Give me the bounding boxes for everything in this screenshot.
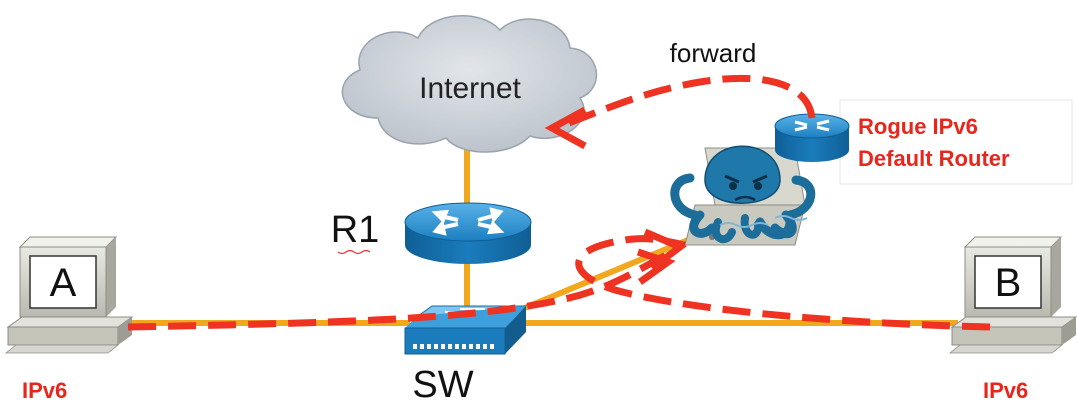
host-a: A IPv6	[4, 236, 134, 403]
ipv6-label-b: IPv6	[983, 378, 1028, 403]
arrowhead-to-attacker-2	[636, 248, 676, 285]
link-sw-laptop	[513, 232, 702, 315]
switch-sw: SW	[404, 305, 528, 406]
rogue-label-line1: Rogue IPv6	[858, 114, 978, 139]
attack-path-b-to-attacker	[575, 235, 991, 331]
rogue-label-line2: Default Router	[858, 146, 1010, 171]
router-icon	[404, 202, 532, 264]
host-b-label: B	[995, 261, 1022, 305]
internet-cloud: Internet	[341, 14, 598, 153]
network-links	[118, 140, 958, 326]
arrowhead-forward	[544, 106, 587, 150]
sw-label: SW	[412, 364, 473, 406]
cloud-icon	[341, 14, 598, 153]
host-b: B IPv6	[948, 236, 1077, 403]
r1-label: R1	[331, 209, 380, 251]
attack-path-forward	[553, 74, 816, 132]
switch-icon	[404, 305, 528, 355]
water-waves	[719, 215, 808, 228]
r1-router: R1	[331, 202, 532, 264]
host-a-label: A	[50, 261, 77, 305]
rogue-label-box	[839, 99, 1073, 185]
forward-label: forward	[670, 38, 757, 68]
internet-label: Internet	[419, 72, 521, 105]
ipv6-label-a: IPv6	[22, 378, 67, 403]
attack-path-a-to-attacker	[127, 248, 674, 331]
r1-underline	[337, 249, 371, 255]
rogue-router: Rogue IPv6 Default Router	[774, 99, 1073, 185]
attack-arrowheads	[544, 106, 687, 285]
attack-path	[127, 74, 991, 331]
router-icon	[774, 113, 850, 162]
octopus-icon	[670, 145, 816, 244]
attacker	[670, 145, 816, 246]
computer-icon	[4, 236, 134, 354]
